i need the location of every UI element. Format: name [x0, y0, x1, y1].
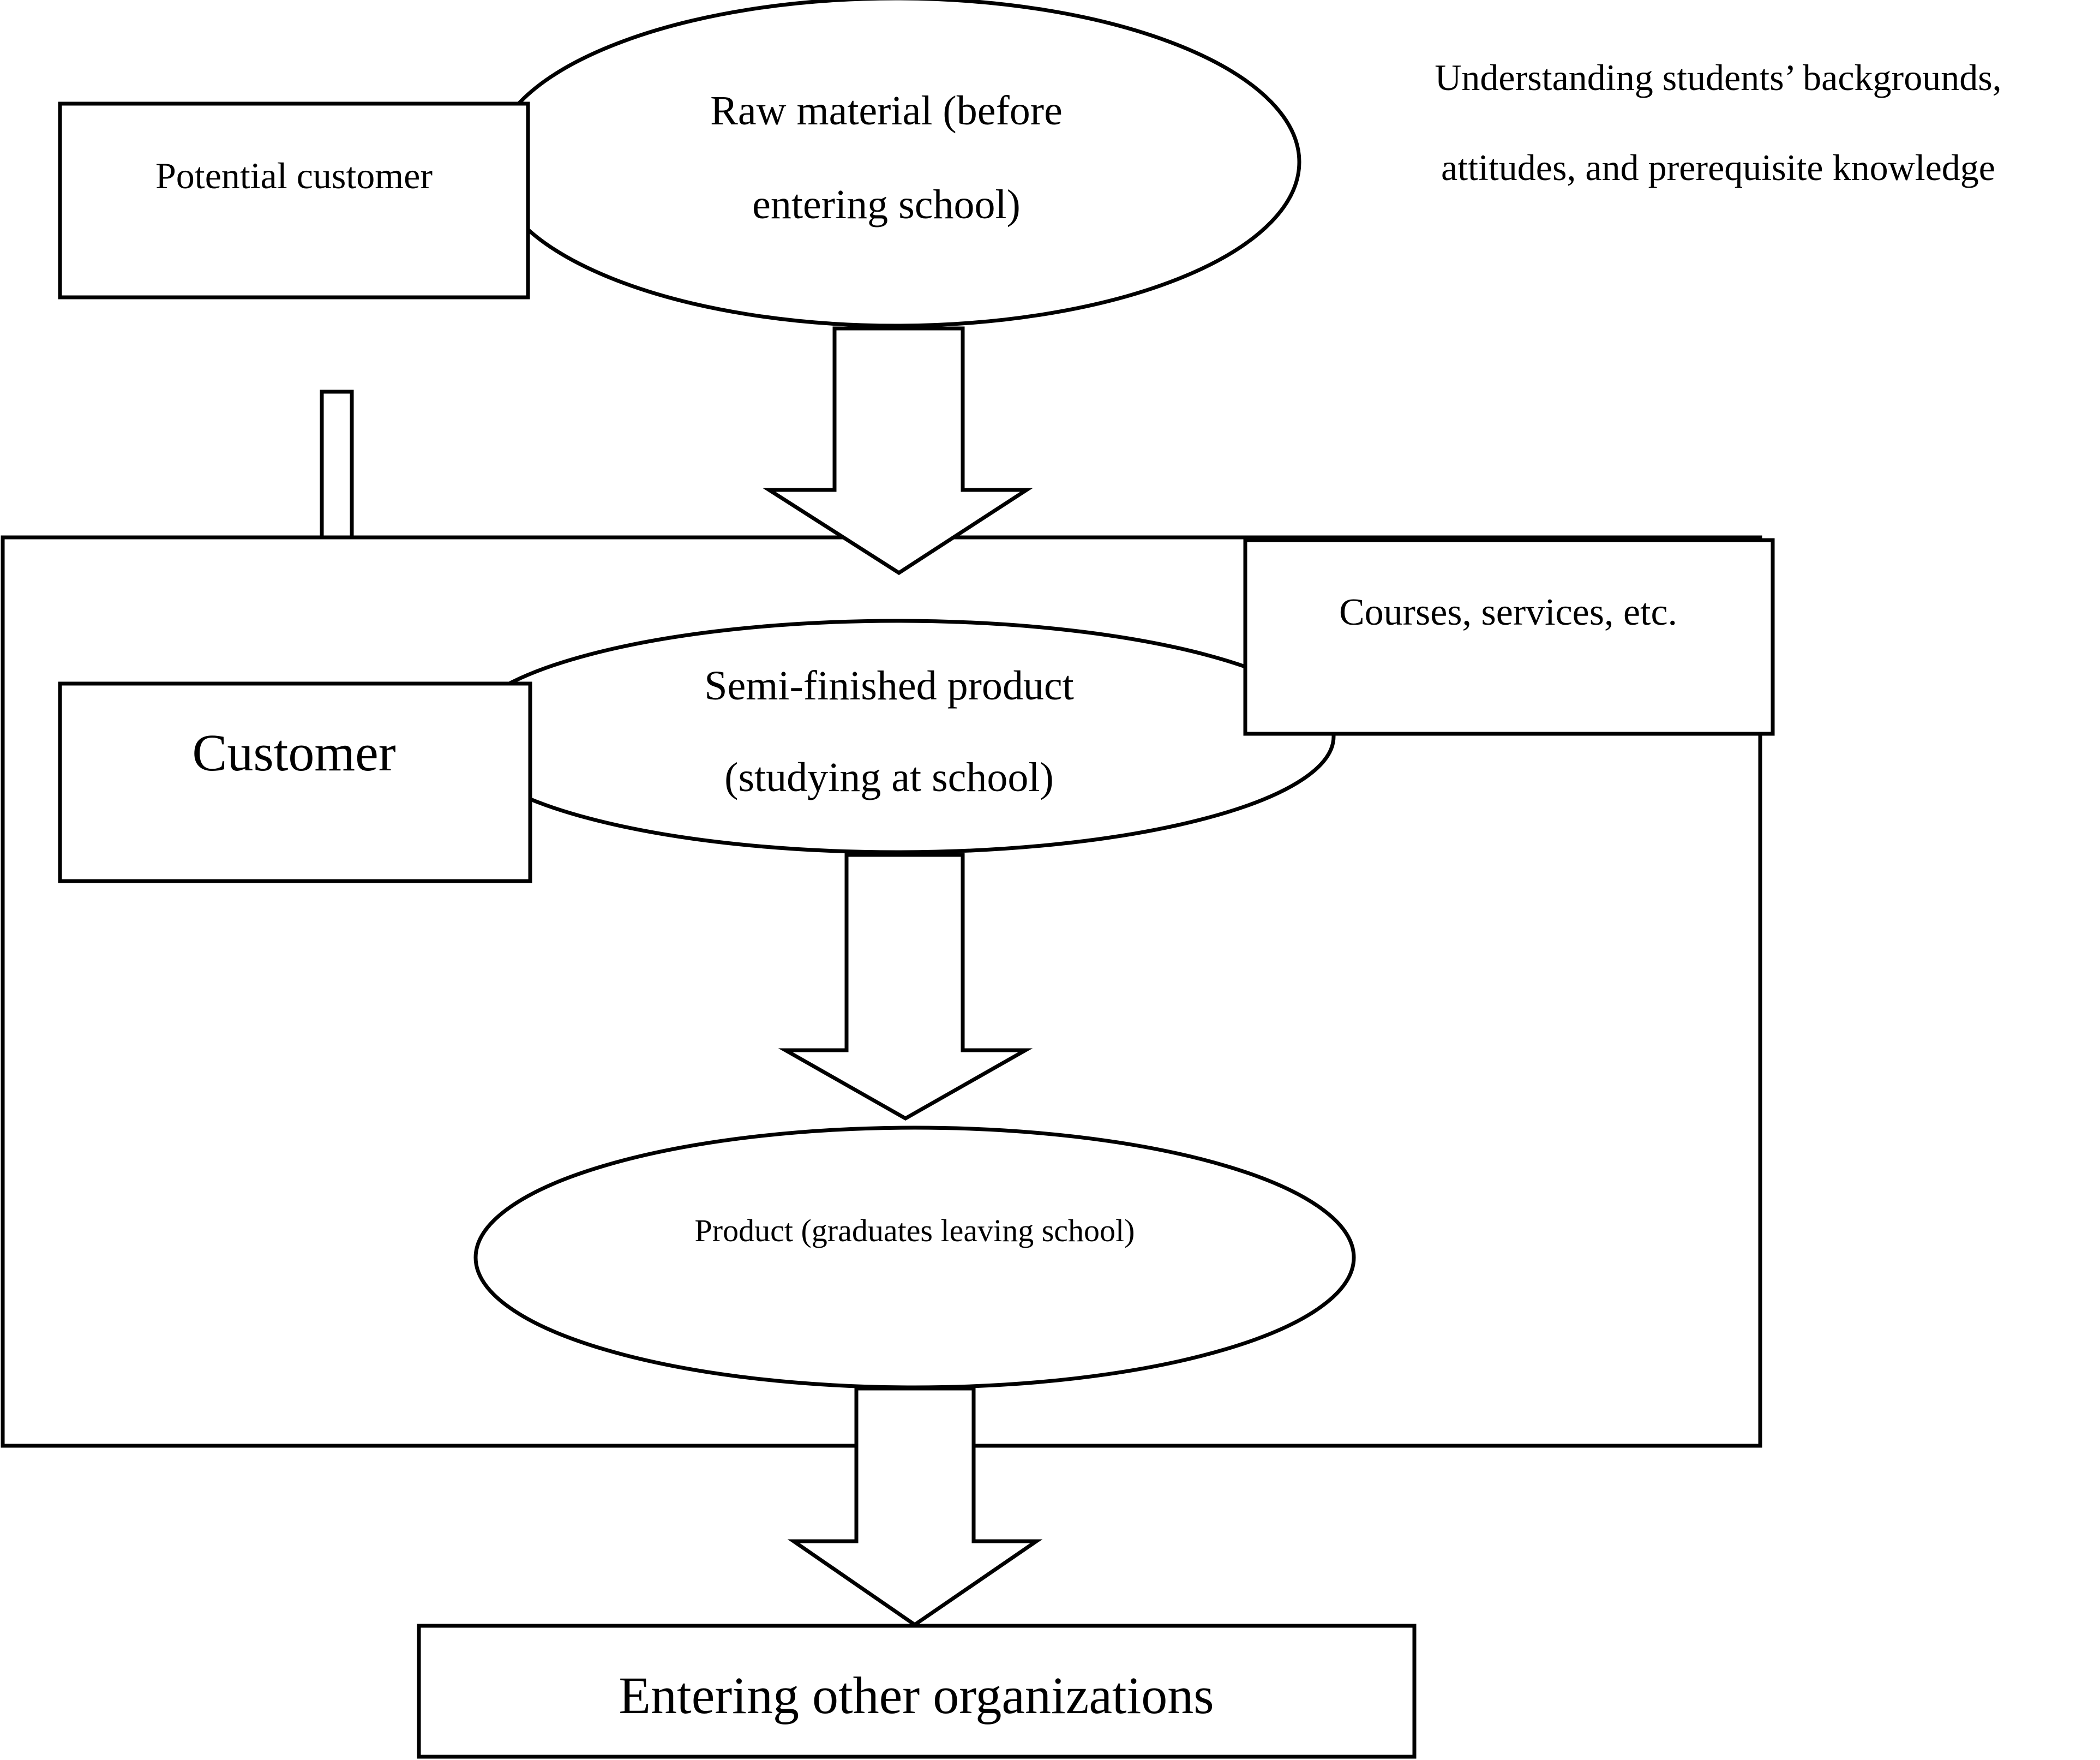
potential-customer-label: Potential customer — [155, 155, 433, 196]
raw-material-label-line1: Raw material (before — [710, 88, 1063, 134]
courses-services-box — [1243, 538, 1775, 736]
understanding-annotation-line2: attitudes, and prerequisite knowledge — [1441, 147, 1995, 188]
semi-finished-node — [459, 619, 1336, 854]
arrow-down-2 — [778, 853, 1033, 1121]
semi-finished-label-line2: (studying at school) — [724, 755, 1054, 800]
customer-box — [58, 681, 532, 883]
entering-other-organizations-box — [417, 1624, 1417, 1759]
arrow-down-1 — [763, 326, 1033, 576]
raw-material-label-line2: entering school) — [752, 182, 1021, 228]
product-label: Product (graduates leaving school) — [695, 1213, 1135, 1248]
connector-bar — [320, 390, 354, 540]
entering-other-organizations-label: Entering other organizations — [619, 1666, 1214, 1725]
customer-label: Customer — [192, 723, 395, 782]
courses-services-label: Courses, services, etc. — [1339, 591, 1677, 633]
arrow-down-3 — [787, 1386, 1043, 1627]
understanding-annotation-line1: Understanding students’ backgrounds, — [1435, 57, 2001, 98]
raw-material-node — [490, 0, 1301, 328]
potential-customer-box — [58, 101, 530, 300]
product-node — [473, 1126, 1356, 1390]
semi-finished-label-line1: Semi-finished product — [704, 663, 1074, 709]
